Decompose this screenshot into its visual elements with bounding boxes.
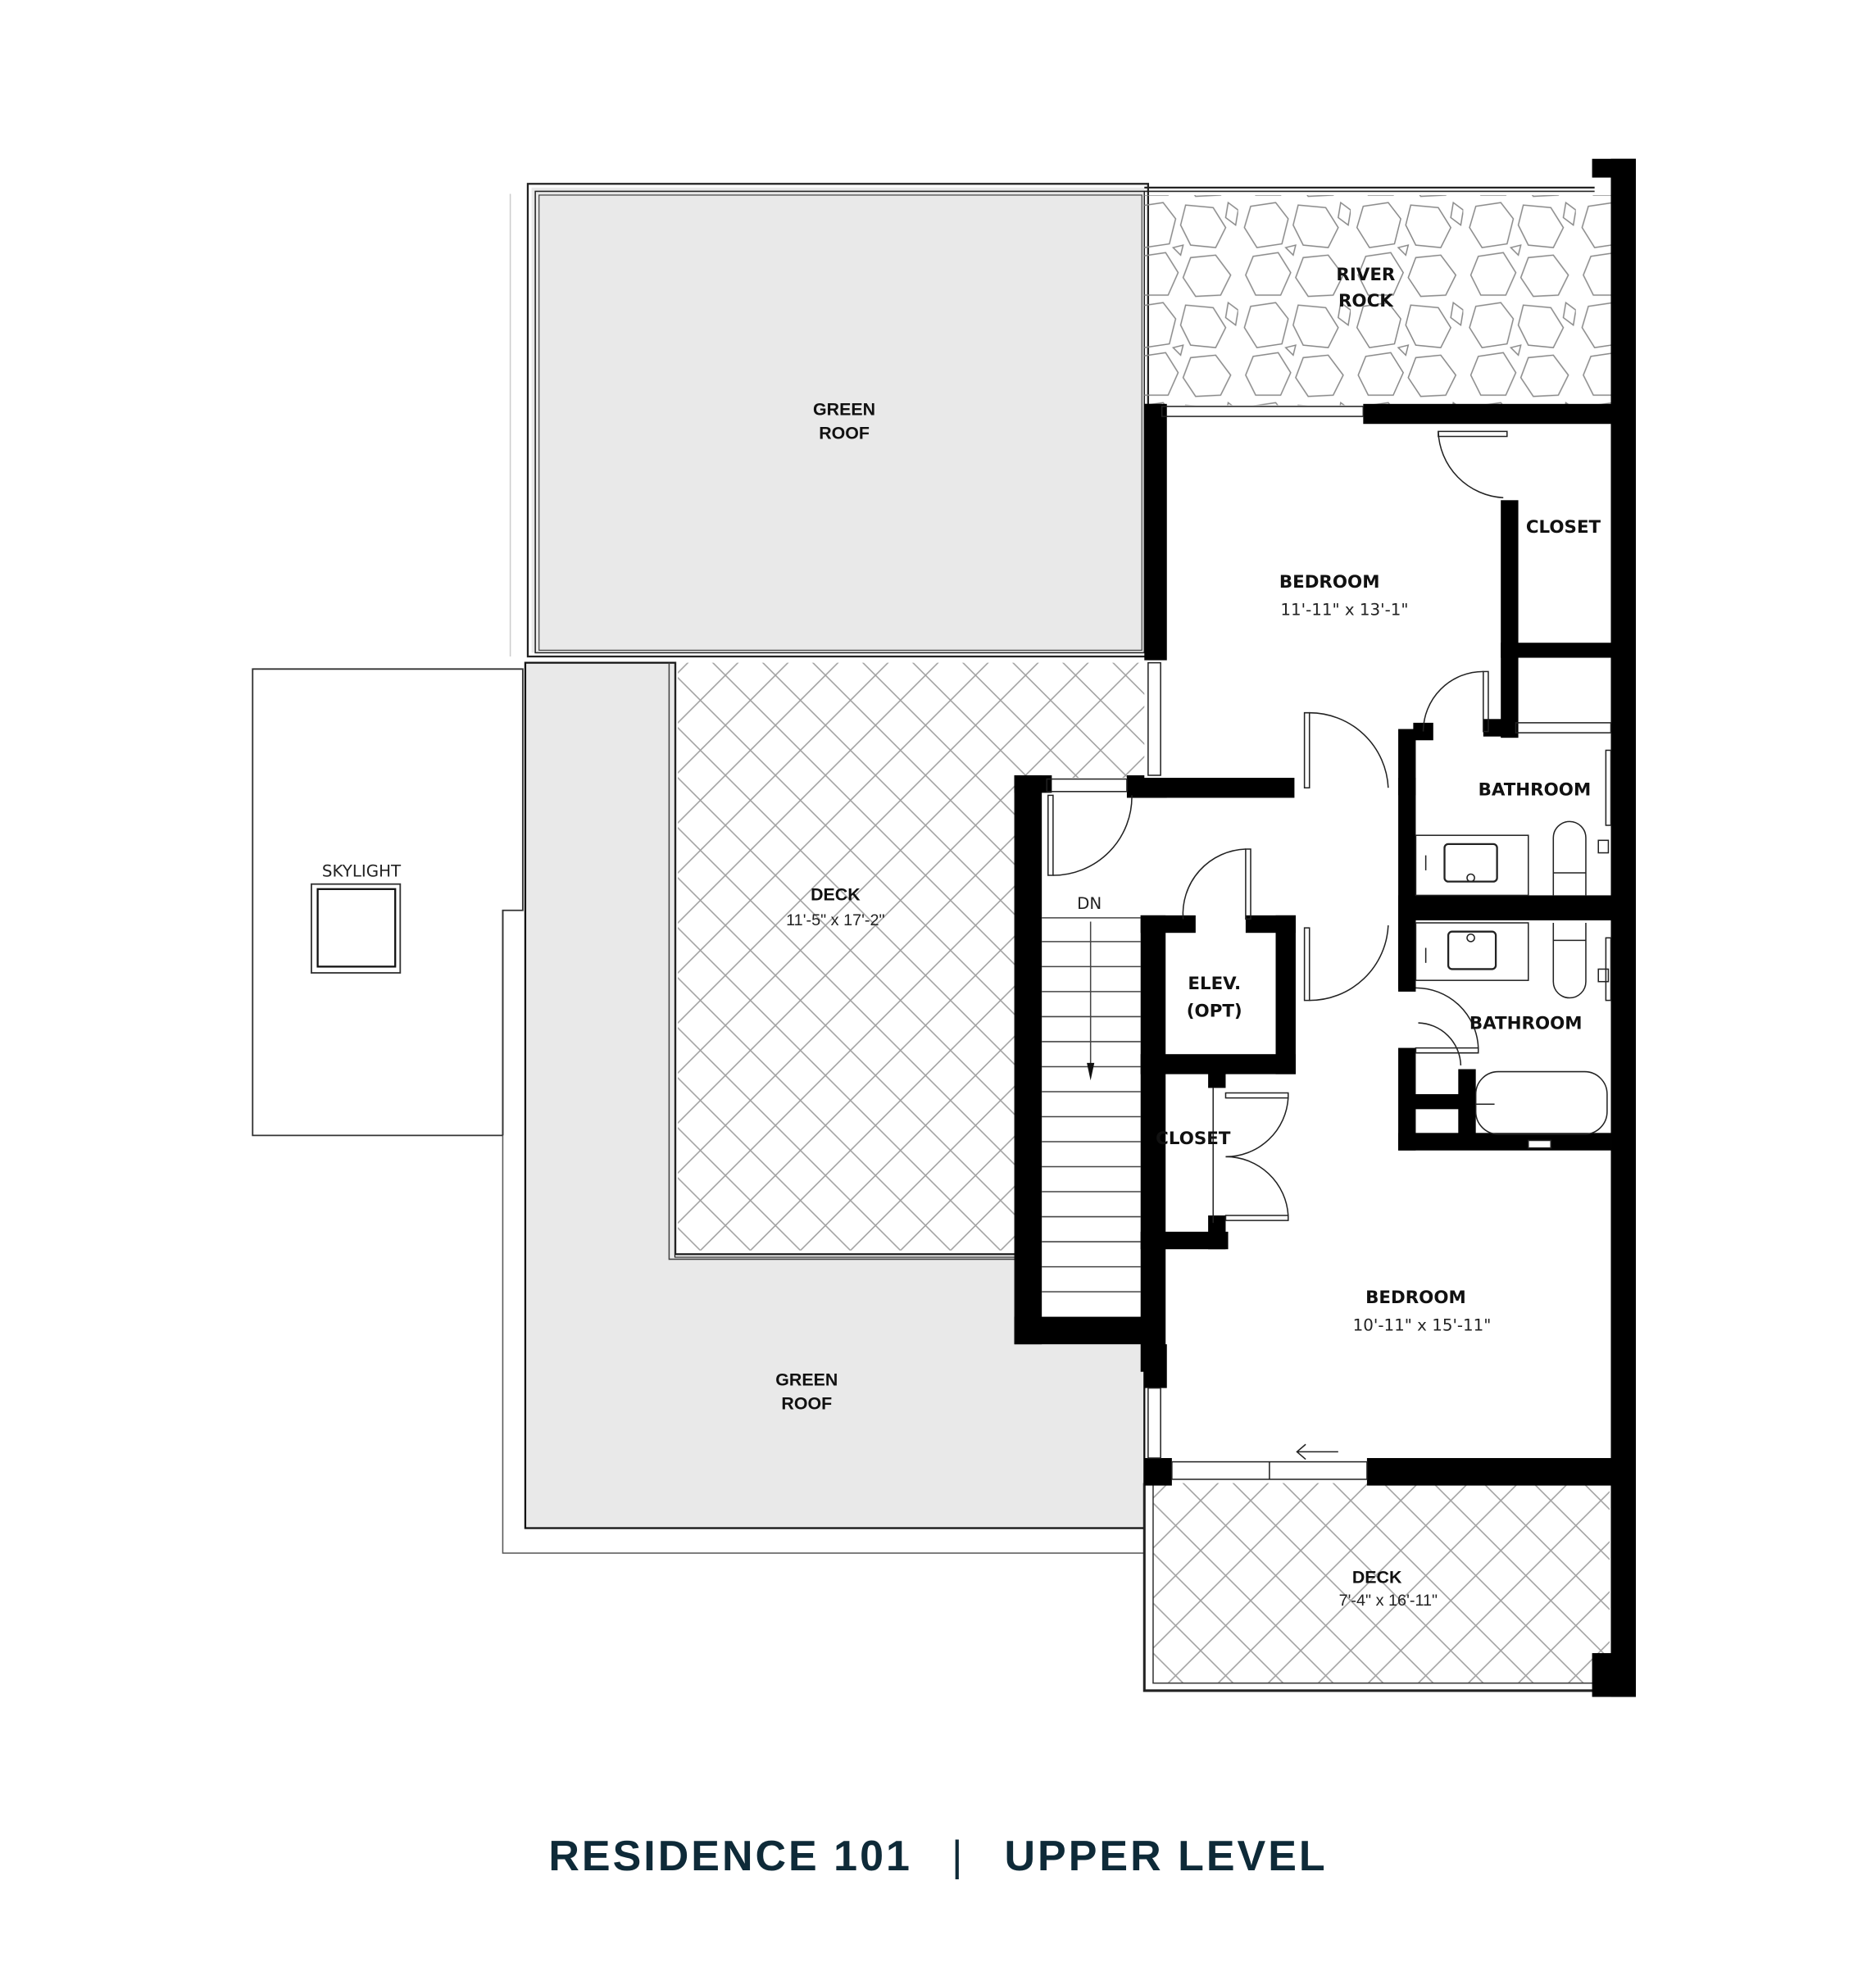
green-roof-bottom-label-1: GREEN: [775, 1370, 838, 1390]
deck-2-dims: 7'-4" x 16'-11": [1339, 1592, 1438, 1610]
deck-1-dims: 11'-5" x 17'-2": [786, 911, 884, 929]
closet-2-label: CLOSET: [1156, 1129, 1231, 1149]
closet-1-label: CLOSET: [1526, 517, 1601, 538]
green-roof-top-label-1: GREEN: [813, 400, 875, 420]
river-rock-area: RIVER ROCK: [1144, 186, 1611, 406]
skylight-label: SKYLIGHT: [322, 862, 402, 881]
green-roof-top: GREEN ROOF: [509, 183, 1150, 658]
green-roof-top-label-2: ROOF: [819, 424, 870, 443]
bathroom-1-label: BATHROOM: [1479, 779, 1592, 800]
deck-2-label: DECK: [1352, 1568, 1402, 1588]
bathroom-2-label: BATHROOM: [1469, 1014, 1583, 1034]
deck-1-label: DECK: [811, 885, 861, 905]
bedroom-1-dims: 11'-11" x 13'-1": [1280, 601, 1408, 620]
elevator-label-1: ELEV.: [1188, 974, 1241, 994]
title-separator: |: [951, 1833, 965, 1880]
skylight-roof: SKYLIGHT: [252, 668, 524, 1137]
bathroom-fixtures: [1415, 820, 1610, 1149]
level-name: UPPER LEVEL: [1004, 1833, 1328, 1880]
river-rock-label-1: RIVER: [1336, 265, 1396, 285]
walls: [1014, 158, 1637, 1697]
stair-down-arrow-icon: [1087, 1062, 1095, 1081]
stair-dn-label: DN: [1077, 894, 1102, 913]
bedroom-2-label: BEDROOM: [1365, 1288, 1466, 1308]
sliding-door-arrow-icon: [1296, 1443, 1338, 1460]
deck-2: DECK 7'-4" x 16'-11": [1142, 1483, 1610, 1692]
residence-name: RESIDENCE 101: [548, 1833, 912, 1880]
river-rock-label-2: ROCK: [1338, 291, 1394, 311]
green-roof-bottom-label-2: ROOF: [781, 1394, 832, 1414]
plan-title: RESIDENCE 101 | UPPER LEVEL: [0, 1832, 1876, 1881]
deck-1: DECK 11'-5" x 17'-2": [668, 662, 1145, 1261]
bedroom-2-dims: 10'-11" x 15'-11": [1353, 1315, 1492, 1334]
doors[interactable]: [1047, 430, 1508, 1224]
elevator-label-2: (OPT): [1187, 1001, 1242, 1021]
bedroom-1-label: BEDROOM: [1279, 572, 1380, 593]
